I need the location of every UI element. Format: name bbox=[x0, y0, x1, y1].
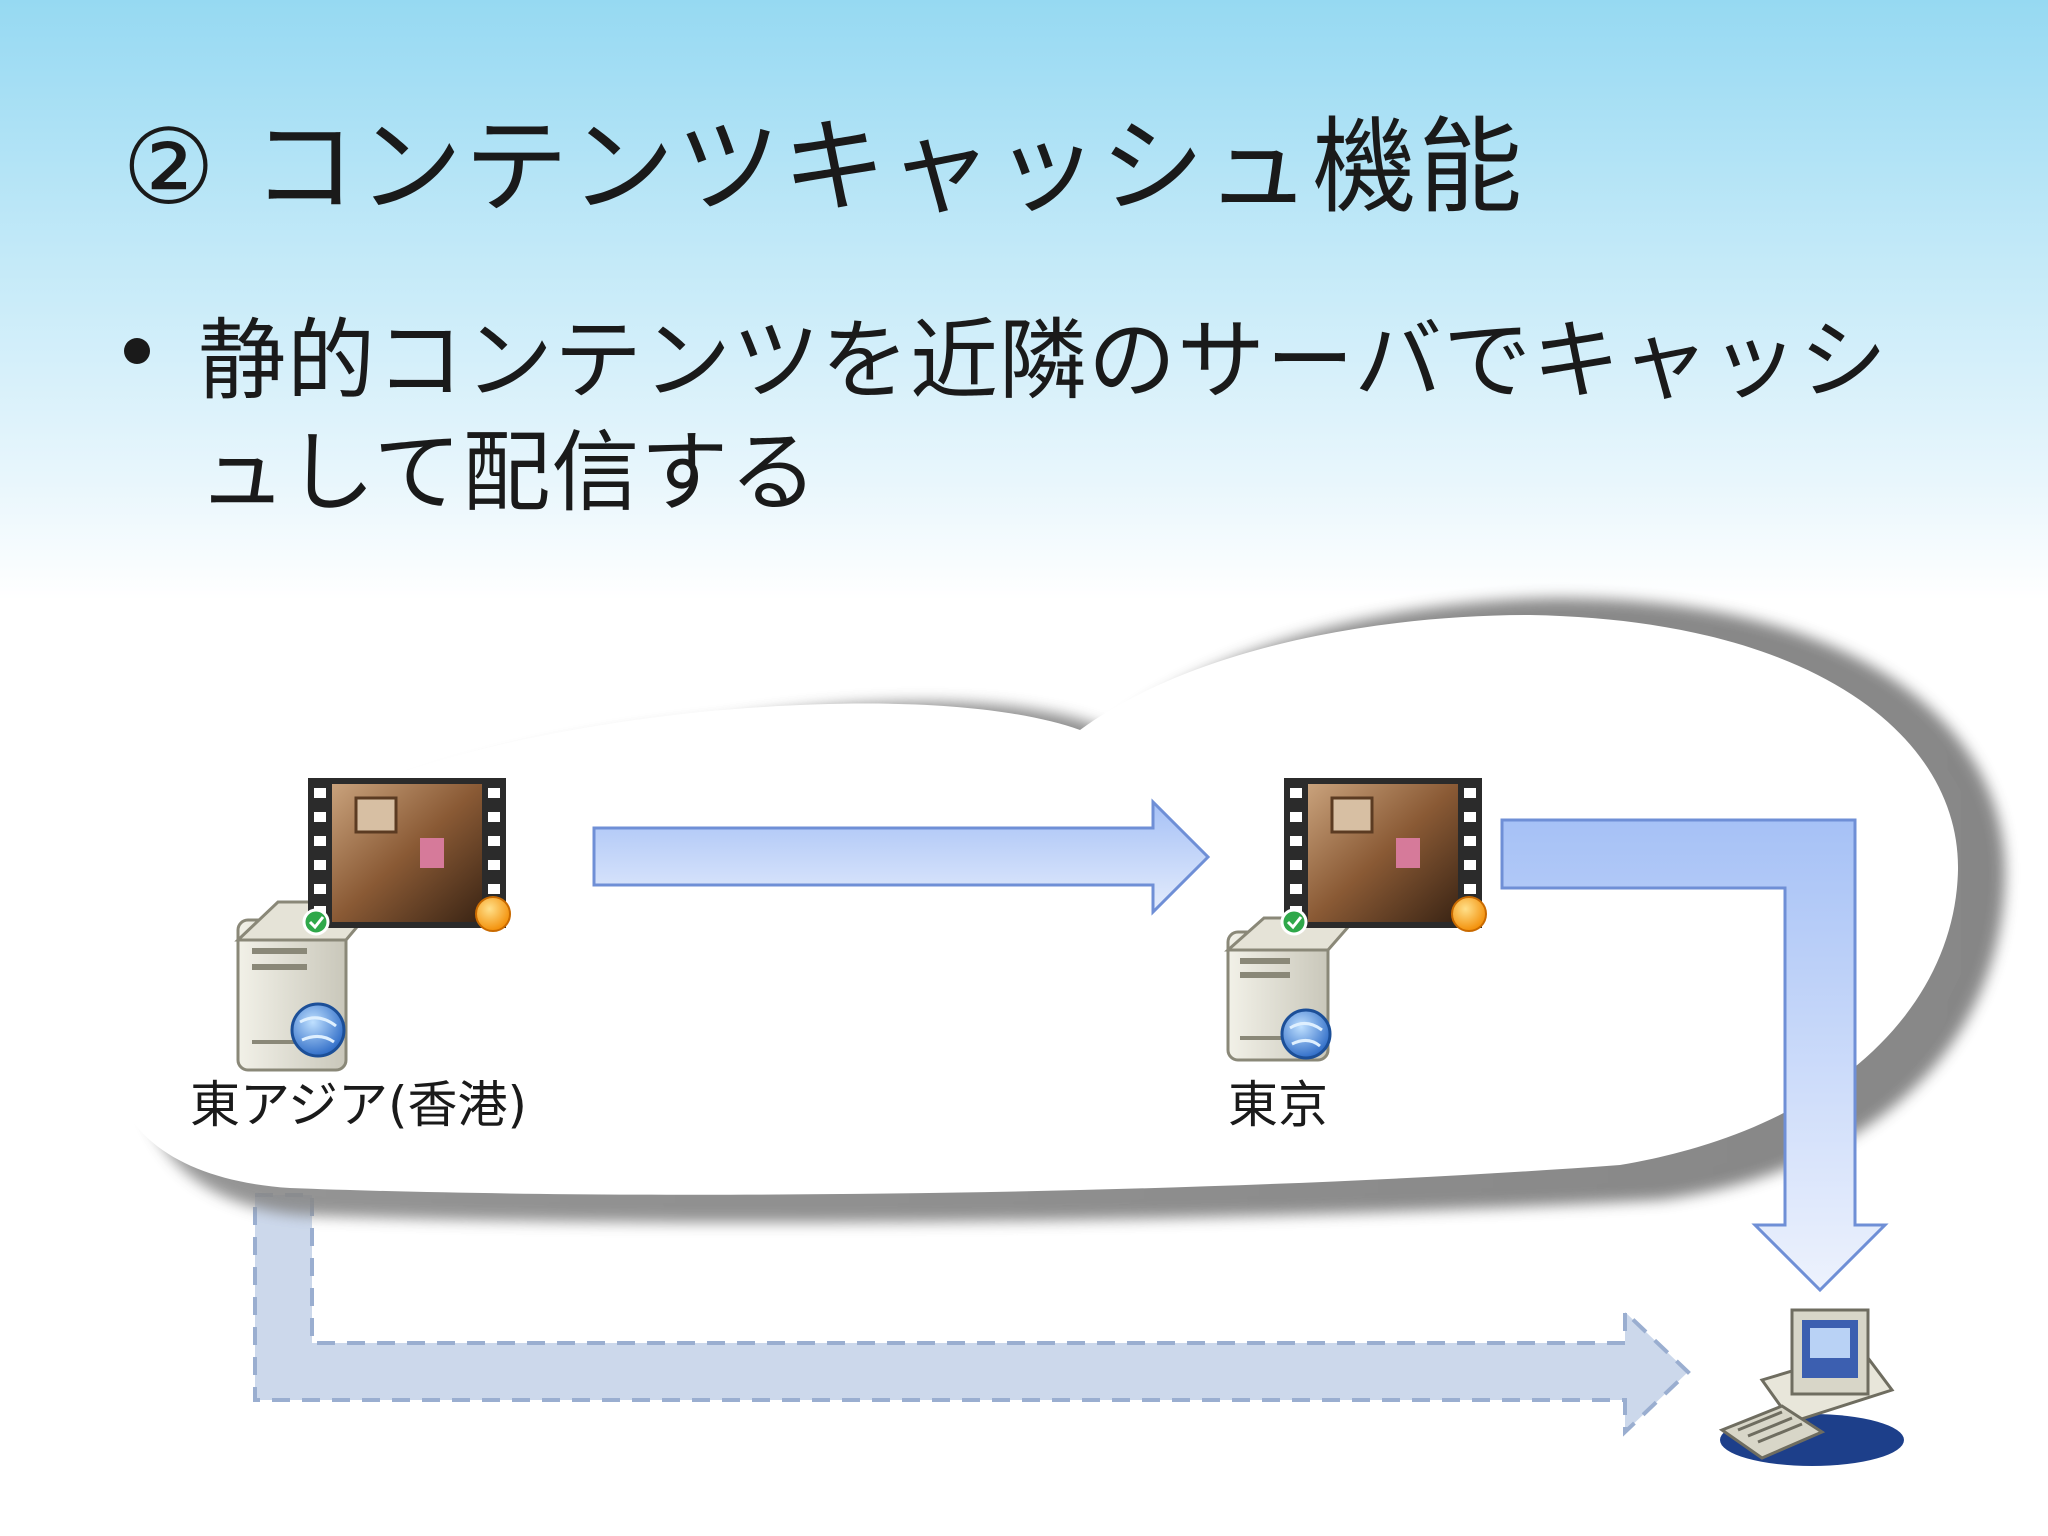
slide-title: ② コンテンツキャッシュ機能 bbox=[122, 106, 1525, 228]
arrow-hongkong-to-tokyo bbox=[592, 798, 1211, 916]
dashed-arrow bbox=[253, 1193, 1691, 1437]
desktop-computer-icon bbox=[1718, 1308, 1904, 1466]
video-file-icon bbox=[1280, 778, 1487, 936]
bullet-text: 静的コンテンツを近隣のサーバでキャッシュして配信する bbox=[198, 309, 1889, 524]
arrow-tokyo-to-client bbox=[1500, 818, 1889, 1293]
bullet-point bbox=[124, 338, 150, 364]
video-file-icon bbox=[302, 778, 511, 936]
node-label-tokyo: 東京 bbox=[1228, 1076, 1328, 1134]
node-label-hongkong: 東アジア(香港) bbox=[190, 1076, 528, 1134]
cloud-shape bbox=[109, 615, 1959, 1195]
